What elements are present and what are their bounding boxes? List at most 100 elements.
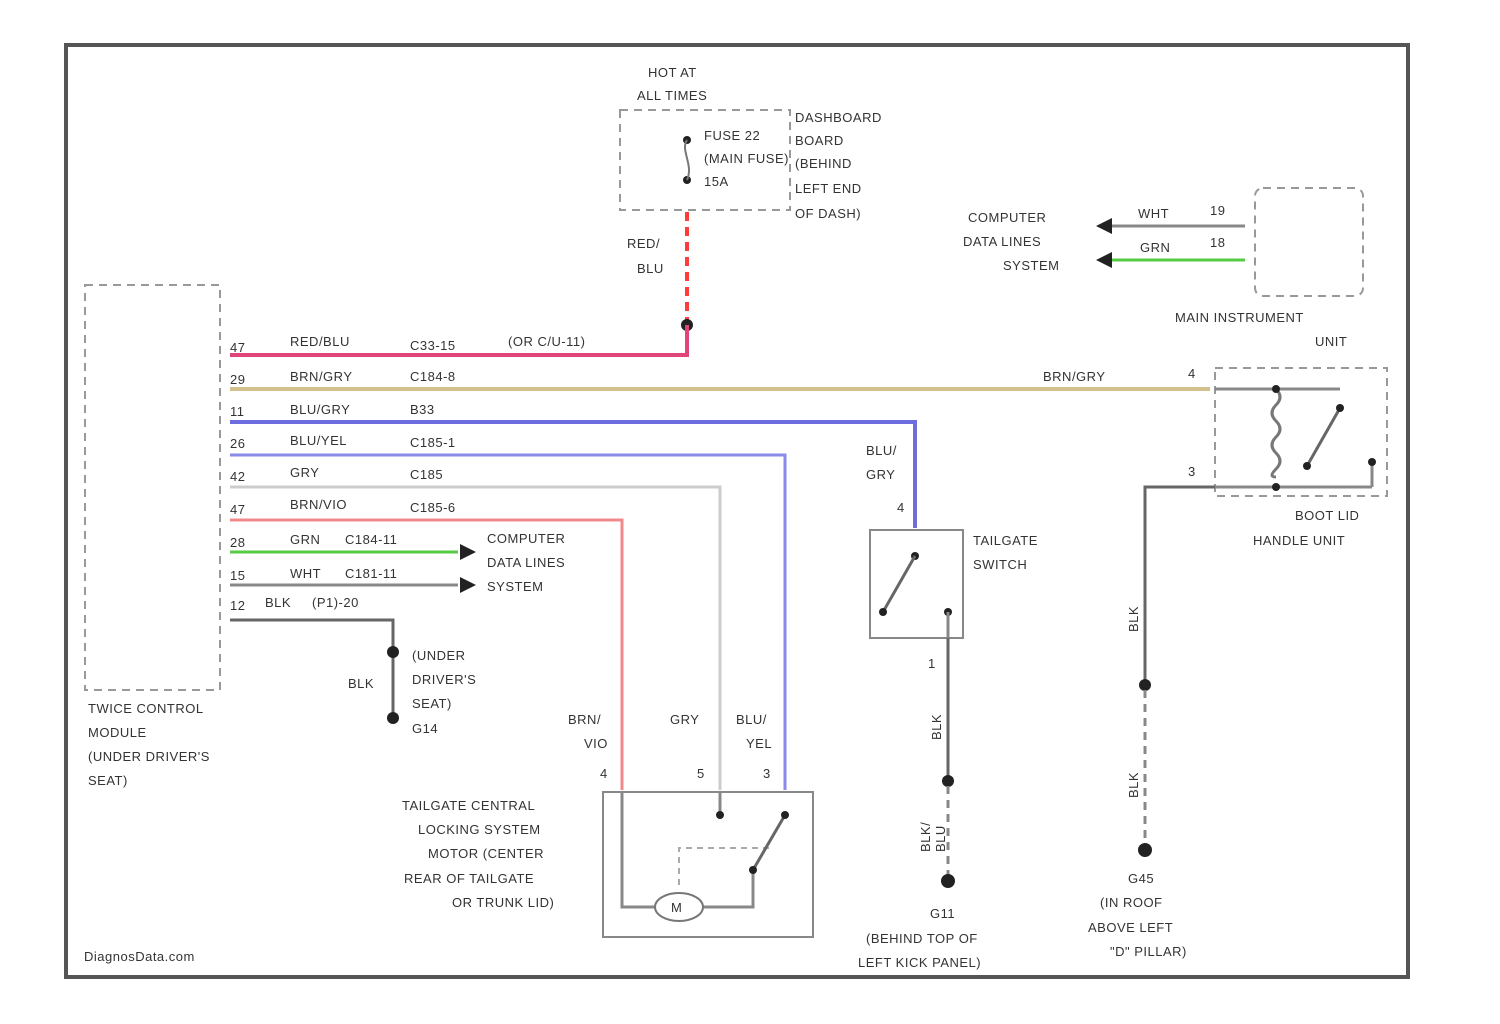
g11-lower-wire-line1: BLK/ bbox=[918, 822, 933, 852]
tailgate-switch-arm bbox=[883, 556, 915, 612]
tailgate-switch-wire-line1: BLU/ bbox=[866, 443, 897, 458]
pin-5-conn: C185 bbox=[410, 467, 443, 482]
splice-dot-g45 bbox=[1139, 679, 1151, 691]
splice-dot-seat-upper bbox=[387, 646, 399, 658]
wire-blk-bootlid bbox=[1145, 487, 1215, 685]
motor-wire-blu-yel-line1: BLU/ bbox=[736, 712, 767, 727]
diagram-frame bbox=[66, 45, 1408, 977]
red-blu-label-line2: BLU bbox=[637, 261, 664, 276]
motor-internal-right bbox=[702, 870, 753, 907]
ground-dot-seat bbox=[387, 712, 399, 724]
pin-9-wire: BLK bbox=[265, 595, 291, 610]
pin-5-wire: GRY bbox=[290, 465, 319, 480]
arrow-computer-mid-grn bbox=[460, 544, 476, 560]
twice-control-module: TWICE CONTROL MODULE (UNDER DRIVER'S SEA… bbox=[85, 285, 220, 788]
computer-top-label-line3: SYSTEM bbox=[1003, 258, 1059, 273]
fuse-location-line2: BOARD bbox=[795, 133, 844, 148]
pin-5-number: 42 bbox=[230, 469, 245, 484]
motor-contact-gry bbox=[716, 811, 724, 819]
pin-1-extra: (OR C/U-11) bbox=[508, 334, 585, 349]
motor-internal-left bbox=[622, 792, 655, 907]
fuse-location-line1: DASHBOARD bbox=[795, 110, 882, 125]
pin-7-number: 28 bbox=[230, 535, 245, 550]
main-instrument-label-line1: MAIN INSTRUMENT bbox=[1175, 310, 1304, 325]
bootlid-contact-1 bbox=[1272, 385, 1280, 393]
pin-1-number: 47 bbox=[230, 340, 245, 355]
bootlid-outline bbox=[1215, 368, 1387, 496]
module-label-line1: TWICE CONTROL bbox=[88, 701, 204, 716]
ground-seat-label-line3: SEAT) bbox=[412, 696, 452, 711]
pin-9-number: 12 bbox=[230, 598, 245, 613]
computer-mid-label-line2: DATA LINES bbox=[487, 555, 565, 570]
instrument-pin-grn: 18 bbox=[1210, 235, 1225, 250]
pin-4-wire: BLU/YEL bbox=[290, 433, 347, 448]
motor-contact-blu bbox=[781, 811, 789, 819]
g11-lower-wire-line2: BLU bbox=[933, 825, 948, 852]
pin-8-number: 15 bbox=[230, 568, 245, 583]
hot-label-line1: HOT AT bbox=[648, 65, 697, 80]
ground-seat-label-line4: G14 bbox=[412, 721, 438, 736]
bootlid-contact-3 bbox=[1303, 462, 1311, 470]
tailgate-switch bbox=[870, 530, 963, 638]
g11-upper-wire-label: BLK bbox=[929, 714, 944, 740]
motor-wire-brn-vio-line2: VIO bbox=[584, 736, 608, 751]
tailgate-switch-pin-top: 4 bbox=[897, 500, 905, 515]
g45-label-line2: (IN ROOF bbox=[1100, 895, 1163, 910]
motor-pin-2: 5 bbox=[697, 766, 705, 781]
instrument-pin-wht: 19 bbox=[1210, 203, 1225, 218]
pin-7-wire: GRN bbox=[290, 532, 320, 547]
fuse-symbol bbox=[685, 140, 689, 180]
main-instrument-label-line2: UNIT bbox=[1315, 334, 1347, 349]
fuse-location-line4: LEFT END bbox=[795, 181, 862, 196]
arrow-computer-top-wht bbox=[1096, 218, 1112, 234]
pin-3-number: 11 bbox=[230, 404, 245, 419]
pin-6-wire: BRN/VIO bbox=[290, 497, 347, 512]
fuse-line3: 15A bbox=[704, 174, 729, 189]
computer-top-label-line2: DATA LINES bbox=[963, 234, 1041, 249]
ground-seat-wire-label: BLK bbox=[348, 676, 374, 691]
ground-seat-label-line1: (UNDER bbox=[412, 648, 466, 663]
arrow-computer-top-grn bbox=[1096, 252, 1112, 268]
brn-gry-right-label: BRN/GRY bbox=[1043, 369, 1106, 384]
module-pin-labels: 47 RED/BLU C33-15 (OR C/U-11) 29 BRN/GRY… bbox=[230, 334, 585, 613]
motor-wire-brn-vio-line1: BRN/ bbox=[568, 712, 601, 727]
tailgate-switch-wire-line2: GRY bbox=[866, 467, 895, 482]
g45-label-line1: G45 bbox=[1128, 871, 1154, 886]
motor-switch-arm bbox=[753, 815, 785, 870]
bootlid-contact-2 bbox=[1336, 404, 1344, 412]
fuse-location-line5: OF DASH) bbox=[795, 206, 861, 221]
pin-4-number: 26 bbox=[230, 436, 245, 451]
module-outline bbox=[85, 285, 220, 690]
red-blu-label-line1: RED/ bbox=[627, 236, 660, 251]
fuse-line1: FUSE 22 bbox=[704, 128, 760, 143]
bootlid-contact-5 bbox=[1272, 483, 1280, 491]
pin-2-conn: C184-8 bbox=[410, 369, 456, 384]
ground-dot-g11 bbox=[941, 874, 955, 888]
module-label-line3: (UNDER DRIVER'S bbox=[88, 749, 210, 764]
g11-label-line1: G11 bbox=[930, 906, 955, 921]
pin-3-wire: BLU/GRY bbox=[290, 402, 350, 417]
motor-wire-blu-yel-line2: YEL bbox=[746, 736, 772, 751]
bootlid-handle-unit bbox=[1215, 368, 1387, 496]
module-label-line4: SEAT) bbox=[88, 773, 128, 788]
bootlid-label-line2: HANDLE UNIT bbox=[1253, 533, 1345, 548]
watermark: DiagnosData.com bbox=[84, 949, 195, 964]
motor-wire-gry: GRY bbox=[670, 712, 699, 727]
tailgate-motor: M bbox=[603, 792, 813, 937]
g45-label-line4: "D" PILLAR) bbox=[1110, 944, 1187, 959]
computer-mid-label-line1: COMPUTER bbox=[487, 531, 565, 546]
motor-label-line2: LOCKING SYSTEM bbox=[418, 822, 541, 837]
ground-seat-label-line2: DRIVER'S bbox=[412, 672, 476, 687]
computer-top-label-line1: COMPUTER bbox=[968, 210, 1046, 225]
motor-pin-1: 4 bbox=[600, 766, 608, 781]
bootlid-pin-bottom: 3 bbox=[1188, 464, 1196, 479]
motor-label-line5: OR TRUNK LID) bbox=[452, 895, 554, 910]
motor-label-line3: MOTOR (CENTER bbox=[428, 846, 544, 861]
g11-label-line3: LEFT KICK PANEL) bbox=[858, 955, 981, 970]
wire-label-wht-top: WHT bbox=[1138, 206, 1169, 221]
pin-2-wire: BRN/GRY bbox=[290, 369, 353, 384]
ground-dot-g45 bbox=[1138, 843, 1152, 857]
coil-symbol bbox=[1272, 389, 1280, 477]
pin-1-conn: C33-15 bbox=[410, 338, 456, 353]
